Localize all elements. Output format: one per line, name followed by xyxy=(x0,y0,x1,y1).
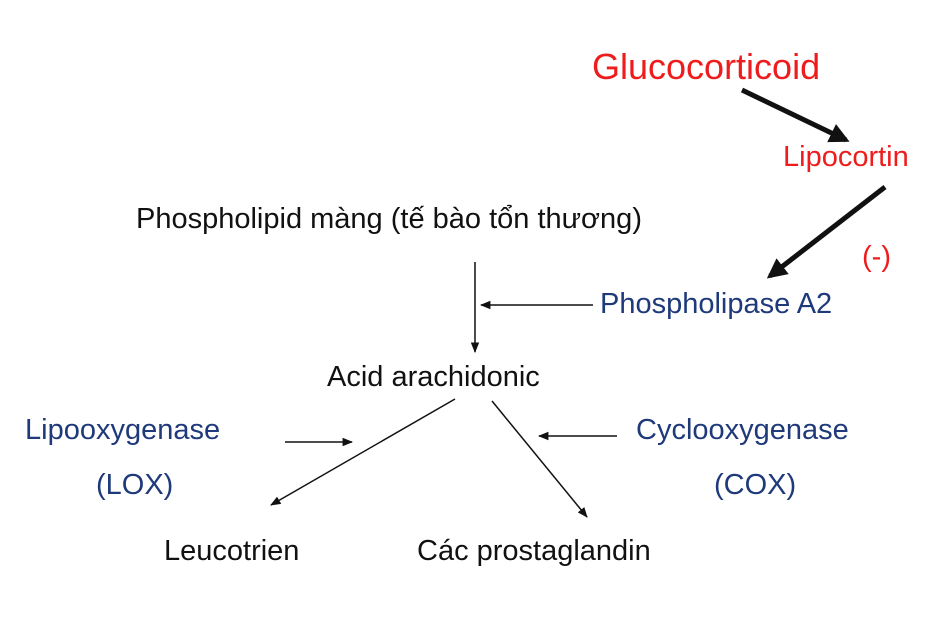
cox-label: (COX) xyxy=(714,469,797,501)
prostaglandin-label: Các prostaglandin xyxy=(417,535,651,567)
leucotrien-label: Leucotrien xyxy=(164,535,300,567)
glucocorticoid-label: Glucocorticoid xyxy=(592,46,821,87)
arachidonic-label: Acid arachidonic xyxy=(327,361,540,393)
inhibition-label: (-) xyxy=(862,241,891,273)
arrow-arachidonic-to-prostaglandin xyxy=(491,400,588,518)
arrow-lipocortin-to-phospholipase xyxy=(766,185,887,279)
phospholipid-label: Phospholipid màng (tế bào tổn thương) xyxy=(136,203,642,235)
lipocortin-label: Lipocortin xyxy=(783,141,909,173)
arrow-glucocorticoid-to-lipocortin xyxy=(740,87,850,143)
lipooxygenase-label: Lipooxygenase xyxy=(25,414,221,446)
arrow-arachidonic-to-leucotrien xyxy=(270,398,456,506)
cyclooxygenase-label: Cyclooxygenase xyxy=(636,414,849,446)
phospholipase-label: Phospholipase A2 xyxy=(600,288,833,320)
lox-label: (LOX) xyxy=(96,469,174,501)
